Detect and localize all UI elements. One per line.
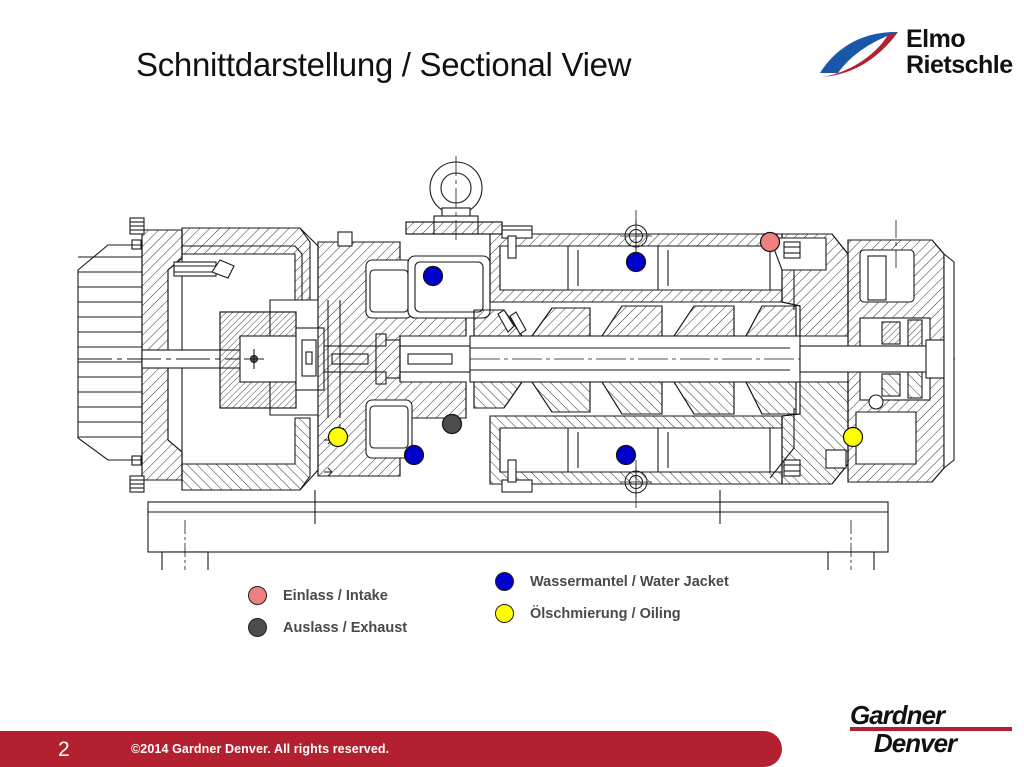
footer-bar — [0, 731, 782, 767]
intake-color-swatch — [248, 586, 267, 605]
gardner-denver-line-2: Denver — [874, 728, 957, 758]
legend-label-water-jacket: Wassermantel / Water Jacket — [530, 573, 729, 590]
oiling-callout-2 — [842, 426, 864, 448]
gardner-denver-line-1: Gardner — [850, 700, 945, 730]
intake-callout — [759, 231, 781, 253]
screw-rotor — [469, 305, 802, 415]
water-jacket-cavity-left — [407, 255, 491, 319]
motor-fan-cowl — [77, 239, 143, 466]
water-jacket-callout-2 — [625, 251, 647, 273]
housing-bolt-pads — [783, 241, 847, 477]
legend-label-oiling: Ölschmierung / Oiling — [530, 605, 681, 622]
pump-section-svg — [77, 156, 956, 570]
water-jacket-gallery-top — [489, 219, 783, 303]
water-jacket-callout-1 — [422, 265, 444, 287]
legend-item-exhaust: Auslass / Exhaust — [248, 618, 407, 637]
legend-item-intake: Einlass / Intake — [248, 586, 388, 605]
gardner-denver-logo: Gardner Denver — [848, 700, 1014, 758]
water-jacket-callout-4 — [615, 444, 637, 466]
elmo-rietschle-logo: Elmo Rietschle — [818, 25, 1014, 87]
oiling-color-swatch — [495, 604, 514, 623]
water-jacket-callout-3 — [403, 444, 425, 466]
water-jacket-color-swatch — [495, 572, 514, 591]
flange-bolt-left — [173, 259, 235, 279]
elmo-rietschle-wordmark: Elmo Rietschle — [906, 26, 1013, 78]
legend-label-intake: Einlass / Intake — [283, 587, 388, 604]
top-mount-bosses — [337, 221, 503, 247]
callout-dots — [327, 231, 864, 466]
exhaust-color-swatch — [248, 618, 267, 637]
main-housing-left — [181, 227, 319, 491]
legend-label-exhaust: Auslass / Exhaust — [283, 619, 408, 636]
exhaust-callout — [441, 413, 463, 435]
legend-item-oiling: Ölschmierung / Oiling — [495, 604, 681, 623]
copyright-text: ©2014 Gardner Denver. All rights reserve… — [131, 742, 390, 756]
gardner-denver-rule — [850, 727, 1012, 731]
centerlines — [635, 210, 897, 508]
non-drive-end-housing — [799, 239, 955, 483]
legend-item-water-jacket: Wassermantel / Water Jacket — [495, 572, 729, 591]
base-frame — [147, 490, 889, 570]
legend: Einlass / Intake Auslass / Exhaust Wasse… — [240, 565, 820, 645]
brand-line-2: Rietschle — [906, 51, 1013, 79]
elmo-rietschle-swoosh-icon — [820, 31, 898, 77]
brand-line-1: Elmo — [906, 25, 966, 53]
page-title: Schnittdarstellung / Sectional View — [136, 46, 632, 83]
page-number: 2 — [58, 738, 70, 761]
water-jacket-gallery-bottom — [489, 415, 783, 499]
sectional-drawing — [70, 150, 960, 570]
oiling-callout-1 — [327, 426, 349, 448]
